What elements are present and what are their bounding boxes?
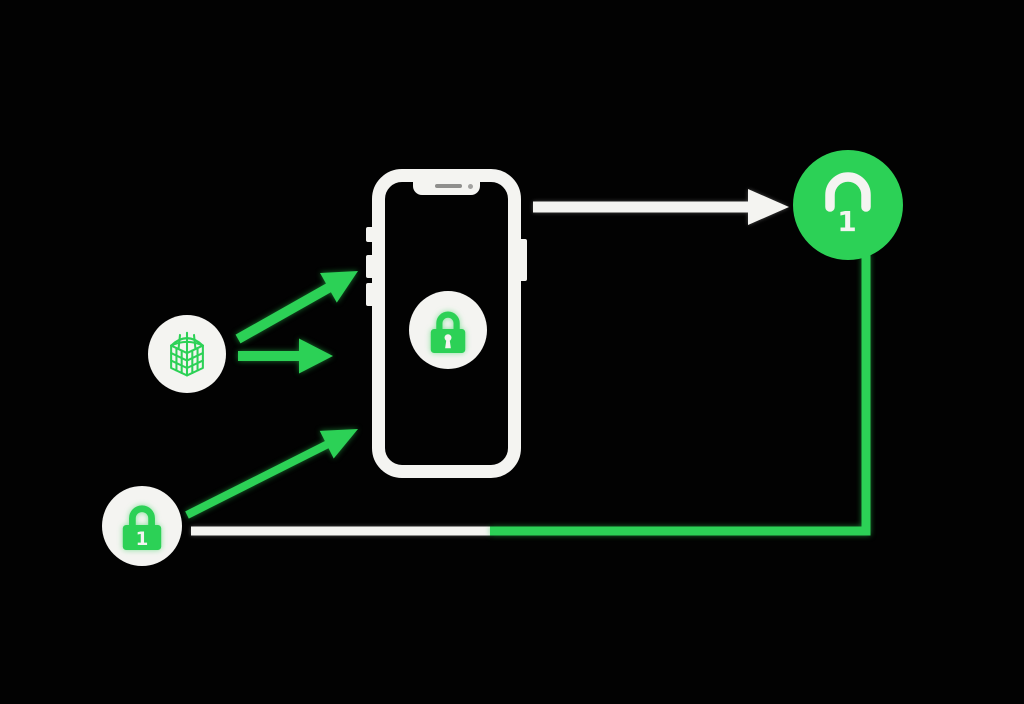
wireframe-cube-grid-icon <box>170 331 204 377</box>
arrow-head-icon <box>299 338 333 374</box>
lock-to-phone-arrow <box>185 429 358 519</box>
phone-frame <box>372 169 521 478</box>
locked-source-node: 1 <box>102 486 182 566</box>
keyhole-icon <box>444 334 452 342</box>
locked-padlock-icon: 1 <box>122 505 162 550</box>
phone-camera-dot <box>468 184 473 189</box>
grid-to-phone-horizontal-arrow <box>238 338 333 374</box>
phone-speaker-slot <box>435 184 462 188</box>
bottom-line-green-elbow <box>490 254 871 536</box>
arrow-head-icon <box>319 429 358 459</box>
arrow-shaft <box>185 440 330 519</box>
smartphone <box>366 169 527 478</box>
phone-volume-up-button <box>366 255 373 278</box>
arrow-head-icon <box>748 189 789 225</box>
open-shackle-unlock-icon: 1 <box>825 172 871 238</box>
locked-padlock-icon <box>430 311 466 353</box>
grid-to-phone-upper-arrow <box>235 271 358 344</box>
elbow-line <box>490 254 871 536</box>
lock-body <box>122 525 162 550</box>
unlock-mark-glyph: 1 <box>837 205 856 238</box>
phone-to-unlock-arrow <box>533 189 789 225</box>
phone-power-button <box>520 239 527 281</box>
phone-notch <box>413 181 480 195</box>
cube-dome-meridian-right <box>192 333 197 350</box>
passcode-grid-node <box>148 315 226 393</box>
phone-lock-badge <box>409 291 487 369</box>
arrow-shaft <box>235 282 333 344</box>
unlocked-target-node: 1 <box>793 150 903 260</box>
phone-volume-down-button <box>366 283 373 306</box>
lock-shackle <box>129 505 155 532</box>
open-shackle <box>825 172 871 212</box>
lock-shackle <box>436 311 460 336</box>
phone-mute-button <box>366 227 373 242</box>
cube-dome-meridian-left <box>177 333 182 350</box>
arrow-head-icon <box>320 271 358 303</box>
keyhole-glyph: 1 <box>136 529 149 550</box>
keyhole-stem <box>445 339 451 349</box>
